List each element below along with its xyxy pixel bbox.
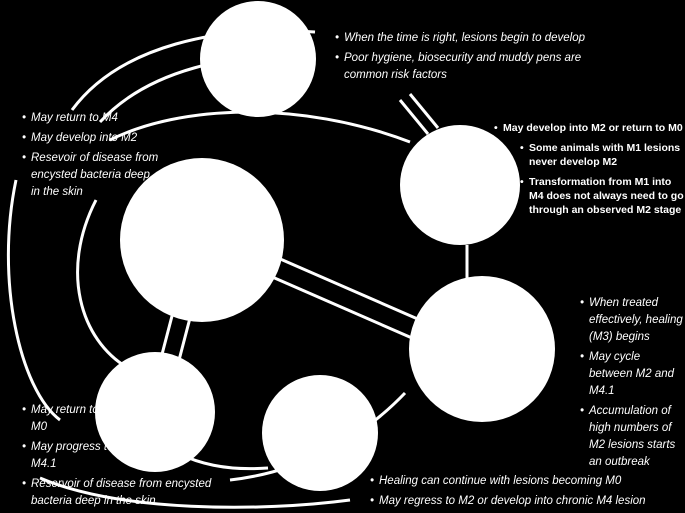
note-m2-2: May cycle between M2 and M4.1: [580, 349, 685, 400]
notes-m0: When the time is right, lesions begin to…: [335, 30, 585, 87]
stage-circle-m3: [262, 375, 378, 491]
note-m41-3: Reservoir of disease from encysted bacte…: [22, 476, 232, 510]
note-m1-sub-2: Transformation from M1 into M4 does not …: [520, 175, 684, 217]
stage-circle-m2: [409, 276, 555, 422]
note-m0-2: Poor hygiene, biosecurity and muddy pens…: [335, 50, 585, 84]
notes-m3: Healing can continue with lesions becomi…: [370, 473, 680, 513]
note-m1-sub-1: Some animals with M1 lesions never devel…: [520, 141, 684, 169]
note-m41-1: May return to M0: [22, 402, 111, 436]
arc-left-outer: [6, 179, 61, 422]
note-m3-1: Healing can continue with lesions becomi…: [370, 473, 680, 490]
stage-circles: [95, 1, 555, 491]
note-m2-1: When treated effectively, healing (M3) b…: [580, 295, 685, 346]
link-m4-m2-b: [269, 274, 413, 340]
note-m4-1: May return to M4: [22, 110, 162, 127]
stage-circle-m0: [200, 1, 316, 117]
note-m4-2: May develop into M2: [22, 130, 162, 147]
notes-m41: May return to M0 May progress to M4.1 Re…: [22, 402, 232, 513]
note-m41-2: May progress to M4.1: [22, 439, 121, 473]
note-m0-1: When the time is right, lesions begin to…: [335, 30, 585, 47]
link-m4-m41-b: [176, 317, 192, 365]
notes-m1: May develop into M2 or return to M0 Some…: [494, 121, 684, 223]
note-m2-3: Accumulation of high numbers of M2 lesio…: [580, 403, 685, 471]
notes-m2: When treated effectively, healing (M3) b…: [580, 295, 685, 474]
note-m3-2: May regress to M2 or develop into chroni…: [370, 493, 680, 510]
stage-circle-m1: [400, 125, 520, 245]
arc-left-inner: [76, 199, 129, 370]
note-m1-main: May develop into M2 or return to M0: [494, 121, 684, 135]
note-m4-3: Resevoir of disease from encysted bacter…: [22, 150, 162, 201]
link-m0-m1-a: [398, 99, 430, 135]
link-m0-m1-b: [408, 93, 440, 129]
link-m4-m2-a: [277, 256, 421, 322]
stage-circle-m41: [95, 352, 215, 472]
notes-m4: May return to M4 May develop into M2 Res…: [22, 110, 162, 204]
